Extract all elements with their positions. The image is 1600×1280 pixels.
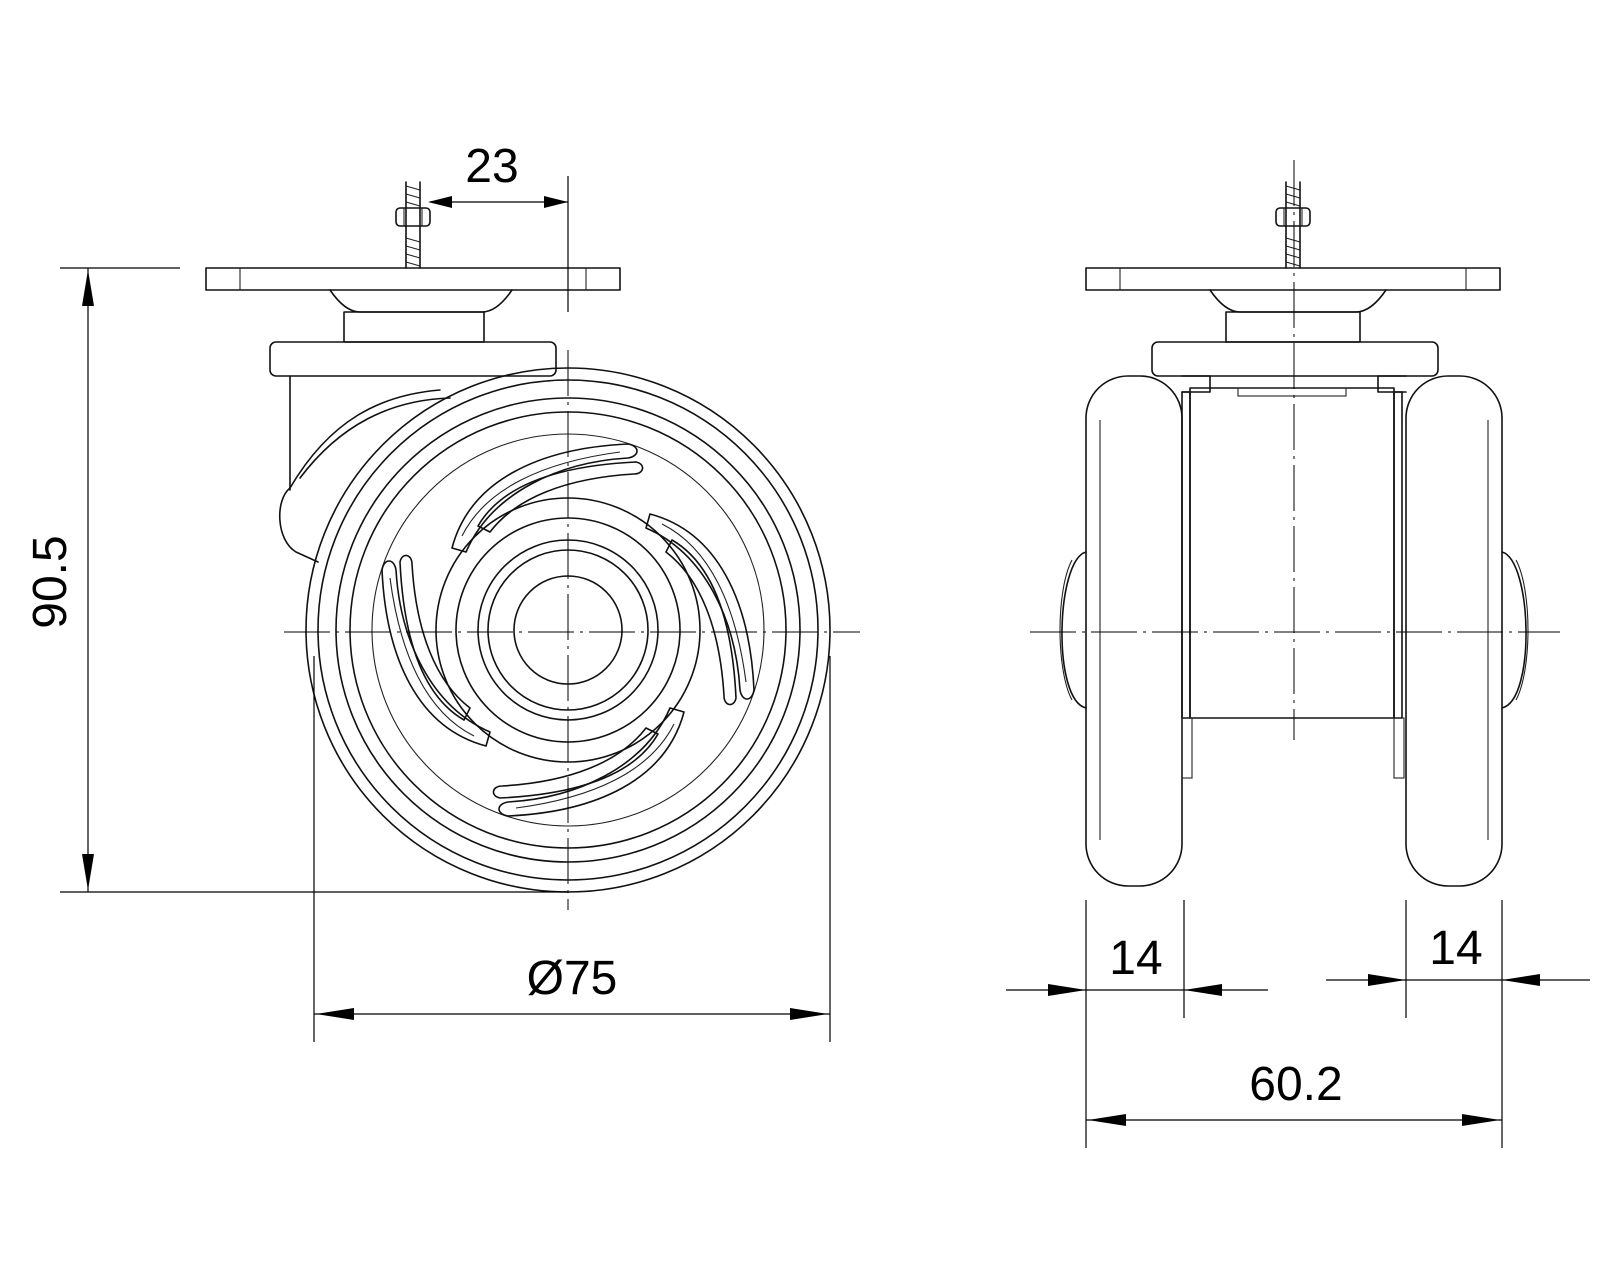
- dimension-overall-width: 60.2: [1085, 1018, 1503, 1148]
- dimension-arrow: [1368, 974, 1406, 986]
- threaded-stem: [395, 181, 431, 269]
- dimension-arrow: [790, 1008, 828, 1020]
- swivel-housing: [269, 341, 557, 563]
- wheel-front-right: [1405, 375, 1529, 887]
- dimension-label-overall-width: 60.2: [1249, 1058, 1342, 1111]
- dimension-label-diameter: Ø75: [527, 952, 618, 1005]
- dimension-arrow: [1048, 984, 1086, 996]
- side-view: [205, 181, 860, 910]
- swirl-spoke: [492, 707, 685, 817]
- dimension-arrow: [82, 270, 94, 306]
- swirl-spoke: [381, 554, 491, 747]
- swirl-spokes: [381, 443, 755, 817]
- threaded-stem-front: [1275, 181, 1311, 269]
- swirl-spoke: [451, 443, 644, 553]
- front-center-lines: [1030, 160, 1560, 740]
- dimension-diameter: Ø75: [313, 656, 831, 1042]
- dimension-arrow: [1462, 1114, 1500, 1126]
- dimension-label-wheel-left: 14: [1109, 932, 1162, 985]
- swirl-spoke: [645, 513, 755, 706]
- dimension-label-height: 90.5: [24, 535, 77, 628]
- dimension-offset: 23: [428, 140, 569, 312]
- dimension-arrow: [1088, 1114, 1126, 1126]
- fork-bracket: [1181, 375, 1407, 779]
- front-view: [1030, 160, 1560, 887]
- dimension-wheel-width-right: 14: [1326, 900, 1590, 1018]
- dimension-label-wheel-right: 14: [1429, 922, 1482, 975]
- dimension-arrow: [544, 196, 568, 208]
- dimension-wheel-width-left: 14: [1006, 900, 1268, 1018]
- dimension-arrow: [316, 1008, 354, 1020]
- side-center-lines: [284, 350, 860, 910]
- dimension-arrow: [82, 854, 94, 890]
- dimension-arrow: [1502, 974, 1540, 986]
- dimension-arrow: [428, 196, 452, 208]
- dimension-arrow: [1184, 984, 1222, 996]
- mounting-plate: [205, 267, 621, 343]
- wheel-front-left: [1059, 375, 1183, 887]
- dimension-label-offset: 23: [465, 140, 518, 193]
- mounting-plate-front: [1085, 267, 1501, 377]
- dimension-height: 90.5: [24, 267, 568, 893]
